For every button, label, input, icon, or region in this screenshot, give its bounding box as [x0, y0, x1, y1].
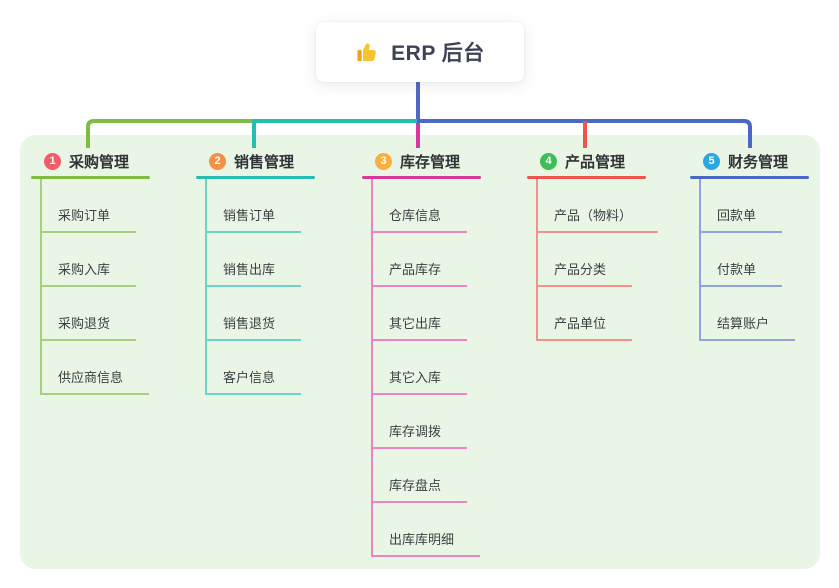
branch-underline [690, 176, 809, 179]
child-node[interactable]: 库存调拨 [371, 421, 468, 449]
branch-title: 库存管理 [400, 153, 461, 171]
branch-number-badge: 4 [540, 152, 557, 170]
child-node[interactable]: 付款单 [699, 259, 783, 287]
child-row: 产品单位 [536, 287, 658, 341]
child-row: 采购订单 [40, 179, 150, 233]
child-row: 库存盘点 [371, 449, 481, 503]
branch-title-node[interactable]: 2 销售管理 [196, 146, 315, 176]
branch-1: 1 采购管理采购订单采购入库采购退货供应商信息 [31, 146, 150, 395]
branch-underline [31, 176, 150, 179]
branch-title-node[interactable]: 5 财务管理 [690, 146, 809, 176]
branch-child-connector-line [205, 179, 207, 395]
child-node[interactable]: 产品单位 [536, 313, 633, 341]
child-row: 供应商信息 [40, 341, 150, 395]
child-row: 采购退货 [40, 287, 150, 341]
branch-child-connector-line [699, 179, 701, 341]
child-row: 客户信息 [205, 341, 315, 395]
child-row: 采购入库 [40, 233, 150, 287]
root-label: ERP 后台 [391, 42, 485, 65]
branch-underline [362, 176, 481, 179]
branch-4: 4 产品管理产品（物料） 产品分类产品单位 [527, 146, 659, 341]
child-row: 结算账户 [699, 287, 809, 341]
branch-underline [196, 176, 315, 179]
child-row: 付款单 [699, 233, 809, 287]
branch-title-node[interactable]: 4 产品管理 [527, 146, 658, 176]
branch-children: 采购订单采购入库采购退货供应商信息 [40, 179, 150, 395]
branch-title-node[interactable]: 1 采购管理 [31, 146, 150, 176]
branch-title: 财务管理 [728, 153, 789, 171]
child-node[interactable]: 客户信息 [205, 367, 302, 395]
child-node[interactable]: 结算账户 [699, 313, 796, 341]
child-row: 销售出库 [205, 233, 315, 287]
child-node[interactable]: 供应商信息 [40, 367, 150, 395]
branch-title: 采购管理 [69, 153, 130, 171]
branch-children: 回款单付款单结算账户 [699, 179, 809, 341]
child-row: 库存调拨 [371, 395, 481, 449]
child-node[interactable]: 产品（物料） [536, 205, 659, 233]
branch-children: 仓库信息产品库存其它出库其它入库库存调拨库存盘点出库库明细 [371, 179, 481, 557]
branch-children: 产品（物料） 产品分类产品单位 [536, 179, 659, 341]
branch-number-badge: 2 [209, 152, 226, 170]
child-row: 产品（物料） [536, 179, 659, 233]
child-node[interactable]: 产品库存 [371, 259, 468, 287]
child-node[interactable]: 采购订单 [40, 205, 137, 233]
branch-title: 销售管理 [234, 153, 295, 171]
child-node[interactable]: 其它入库 [371, 367, 468, 395]
branches-panel [20, 135, 820, 569]
child-node[interactable]: 出库库明细 [371, 529, 481, 557]
child-node[interactable]: 采购入库 [40, 259, 137, 287]
child-row: 出库库明细 [371, 503, 481, 557]
child-row: 产品分类 [536, 233, 658, 287]
child-row: 销售订单 [205, 179, 315, 233]
branch-title: 产品管理 [565, 153, 626, 171]
child-row: 产品库存 [371, 233, 481, 287]
child-node[interactable]: 回款单 [699, 205, 783, 233]
child-row: 回款单 [699, 179, 809, 233]
branch-children: 销售订单销售出库销售退货客户信息 [205, 179, 315, 395]
branch-number-badge: 5 [703, 152, 720, 170]
branch-title-node[interactable]: 3 库存管理 [362, 146, 481, 176]
branch-5: 5 财务管理回款单付款单结算账户 [690, 146, 809, 341]
branch-child-connector-line [536, 179, 538, 341]
child-row: 销售退货 [205, 287, 315, 341]
child-node[interactable]: 仓库信息 [371, 205, 468, 233]
branch-number-badge: 3 [375, 152, 392, 170]
child-node[interactable]: 销售订单 [205, 205, 302, 233]
branch-underline [527, 176, 646, 179]
branch-3: 3 库存管理仓库信息产品库存其它出库其它入库库存调拨库存盘点出库库明细 [362, 146, 481, 557]
child-row: 仓库信息 [371, 179, 481, 233]
child-node[interactable]: 销售出库 [205, 259, 302, 287]
root-node[interactable]: ERP 后台 [316, 22, 524, 82]
branch-number-badge: 1 [44, 152, 61, 170]
child-node[interactable]: 产品分类 [536, 259, 633, 287]
thumbs-up-icon [357, 43, 376, 62]
branch-2: 2 销售管理销售订单销售出库销售退货客户信息 [196, 146, 315, 395]
child-node[interactable]: 销售退货 [205, 313, 302, 341]
child-node[interactable]: 库存盘点 [371, 475, 468, 503]
branch-child-connector-line [371, 179, 373, 557]
child-row: 其它出库 [371, 287, 481, 341]
child-node[interactable]: 其它出库 [371, 313, 468, 341]
child-row: 其它入库 [371, 341, 481, 395]
child-node[interactable]: 采购退货 [40, 313, 137, 341]
branch-child-connector-line [40, 179, 42, 395]
